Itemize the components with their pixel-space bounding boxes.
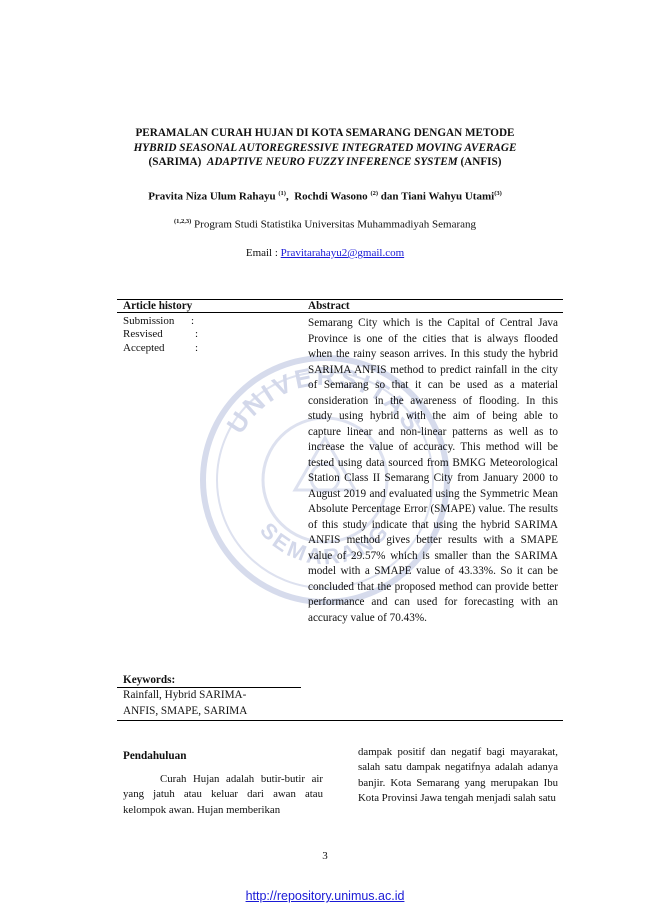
title-line-1: PERAMALAN CURAH HUJAN DI KOTA SEMARANG D… xyxy=(135,127,515,139)
table-bottom-rule xyxy=(117,720,563,721)
article-history-heading: Article history xyxy=(123,300,193,312)
keywords-rule xyxy=(117,687,301,688)
author-1: Pravita Niza Ulum Rahayu xyxy=(148,190,276,203)
section-heading-pendahuluan: Pendahuluan xyxy=(123,750,187,762)
title-line-3: (SARIMA) ADAPTIVE NEURO FUZZY INFERENCE … xyxy=(0,155,650,170)
body-left-column: Curah Hujan adalah butir-butir air yang … xyxy=(123,773,323,816)
history-colon: : xyxy=(195,328,199,340)
history-label: Resvised xyxy=(123,328,163,340)
title-anfis: (ANFIS) xyxy=(460,156,502,168)
author-3: dan Tiani Wahyu Utami xyxy=(380,190,495,203)
footer: http://repository.unimus.ac.id xyxy=(0,889,650,903)
history-colon: : xyxy=(195,342,199,354)
table-header-rule xyxy=(117,312,563,313)
history-row-submission: Submission : xyxy=(123,315,303,328)
affiliation-marker: (1,2,3) xyxy=(173,218,192,225)
author-2-marker: (2) xyxy=(370,190,379,197)
affiliation: (1,2,3) Program Studi Statistika Univers… xyxy=(0,218,650,231)
table-top-rule xyxy=(117,299,563,300)
title-anfis-full: ADAPTIVE NEURO FUZZY INFERENCE SYSTEM xyxy=(206,156,458,168)
author-list: Pravita Niza Ulum Rahayu (1), Rochdi Was… xyxy=(148,190,502,203)
page-number: 3 xyxy=(322,850,328,862)
keywords-line-1: Rainfall, Hybrid SARIMA- xyxy=(123,689,247,701)
repository-link[interactable]: http://repository.unimus.ac.id xyxy=(245,889,405,903)
history-row-revised: Resvised : xyxy=(123,328,303,341)
keywords-heading: Keywords: xyxy=(123,674,176,686)
keywords-line-2: ANFIS, SMAPE, SARIMA xyxy=(123,705,248,717)
history-row-accepted: Accepted : xyxy=(123,342,303,355)
history-label: Submission xyxy=(123,315,175,327)
abstract-text: Semarang City which is the Capital of Ce… xyxy=(308,317,558,624)
email-link[interactable]: Pravitarahayu2@gmail.com xyxy=(280,247,405,259)
title-sarima: (SARIMA) xyxy=(148,156,202,168)
history-label: Accepted xyxy=(123,342,165,354)
email-line: Email : Pravitarahayu2@gmail.com xyxy=(0,247,650,259)
author-3-marker: (3) xyxy=(494,190,502,197)
author-2: Rochdi Wasono xyxy=(294,190,368,203)
body-right-column: dampak positif dan negatif bagi mayaraka… xyxy=(358,746,558,804)
title-line-2: HYBRID SEASONAL AUTOREGRESSIVE INTEGRATE… xyxy=(133,141,517,154)
author-1-marker: (1) xyxy=(278,190,286,197)
abstract-heading: Abstract xyxy=(308,300,350,312)
paper-title: PERAMALAN CURAH HUJAN DI KOTA SEMARANG D… xyxy=(0,126,650,170)
email-label: Email : xyxy=(245,247,278,259)
affiliation-text: Program Studi Statistika Universitas Muh… xyxy=(194,218,477,231)
history-colon: : xyxy=(191,315,195,327)
university-seal-watermark: UNIVERSITAS SEMARANG xyxy=(200,355,450,605)
